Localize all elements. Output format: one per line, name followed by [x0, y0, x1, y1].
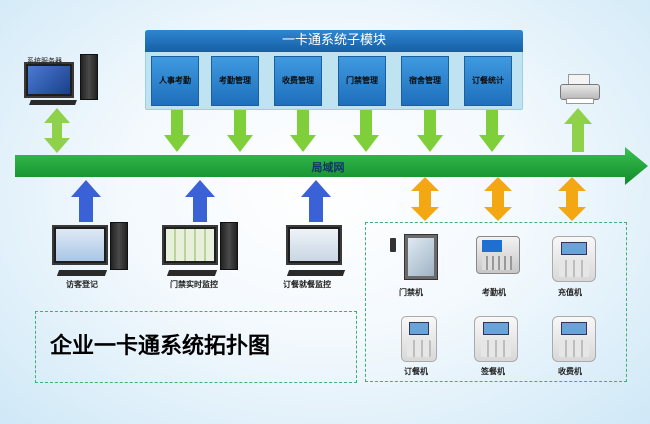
workstation-monitor: [286, 225, 342, 265]
title-box: [35, 311, 357, 383]
module-arrow-6: [479, 110, 505, 152]
attendance-machine-icon: [476, 236, 520, 276]
workstation-keyboard: [286, 270, 346, 276]
workstation-keyboard: [166, 270, 218, 276]
workstation-label: 订餐就餐监控: [283, 280, 331, 289]
workstation-meal-monitor: [282, 222, 354, 278]
workstation-label: 访客登记: [66, 280, 98, 289]
module-attendance-management[interactable]: 考勤管理: [211, 56, 259, 106]
module-arrow-3: [290, 110, 316, 152]
module-fee-management[interactable]: 收费管理: [274, 56, 322, 106]
workstation-visitor: [50, 222, 135, 278]
device-label: 充值机: [558, 288, 582, 297]
module-down-arrows: [164, 110, 505, 152]
access-door-icon: [386, 234, 442, 282]
device-label: 考勤机: [482, 288, 506, 297]
server-tower: [80, 54, 98, 100]
module-arrow-5: [417, 110, 443, 152]
module-label: 门禁管理: [346, 76, 378, 85]
module-dormitory-management[interactable]: 宿舍管理: [401, 56, 449, 106]
module-arrow-4: [353, 110, 379, 152]
workstation-tower: [110, 222, 128, 270]
charge-machine-icon: [552, 316, 596, 362]
workstation-monitor: [162, 225, 218, 265]
device-label: 收费机: [558, 367, 582, 376]
meal-sign-machine-icon: [474, 316, 518, 362]
workstation-tower: [220, 222, 238, 270]
module-label: 人事考勤: [159, 76, 191, 85]
lan-label: 局域网: [311, 161, 345, 174]
devices-box: [365, 222, 627, 382]
up-arrow-2: [185, 180, 215, 222]
orange-arrow-3: [558, 177, 586, 221]
server-computer: [20, 50, 105, 108]
up-arrow-3: [301, 180, 331, 222]
workstation-keyboard: [56, 270, 108, 276]
printer-up-arrow: [564, 108, 592, 152]
server-label: 系统服务器: [27, 57, 62, 65]
orange-arrow-2: [484, 177, 512, 221]
device-double-arrows: [411, 177, 586, 221]
module-meal-order-statistics[interactable]: 订餐统计: [464, 56, 512, 106]
orange-arrow-1: [411, 177, 439, 221]
module-access-control[interactable]: 门禁管理: [338, 56, 386, 106]
module-label: 宿舍管理: [409, 76, 441, 85]
workstation-access-monitor: [160, 222, 245, 278]
meal-order-machine-icon: [401, 316, 437, 362]
module-arrow-2: [227, 110, 253, 152]
module-panel-title: 一卡通系统子模块: [145, 30, 523, 52]
module-label: 收费管理: [282, 76, 314, 85]
workstation-up-arrows: [71, 180, 331, 222]
device-label: 签餐机: [481, 367, 505, 376]
workstation-label: 门禁实时监控: [170, 280, 218, 289]
module-arrow-1: [164, 110, 190, 152]
up-arrow-1: [71, 180, 101, 222]
diagram-title: 企业一卡通系统拓扑图: [50, 334, 271, 359]
server-monitor: [24, 62, 74, 98]
module-label: 考勤管理: [219, 76, 251, 85]
device-label: 订餐机: [404, 367, 428, 376]
module-personnel-attendance[interactable]: 人事考勤: [151, 56, 199, 106]
server-keyboard: [29, 100, 77, 105]
printer-icon: [560, 74, 600, 106]
workstation-monitor: [52, 225, 108, 265]
recharge-machine-icon: [552, 236, 596, 282]
lan-bus-arrow: [15, 147, 648, 185]
server-double-arrow: [44, 108, 70, 153]
module-label: 订餐统计: [472, 76, 504, 85]
device-label: 门禁机: [399, 288, 423, 297]
